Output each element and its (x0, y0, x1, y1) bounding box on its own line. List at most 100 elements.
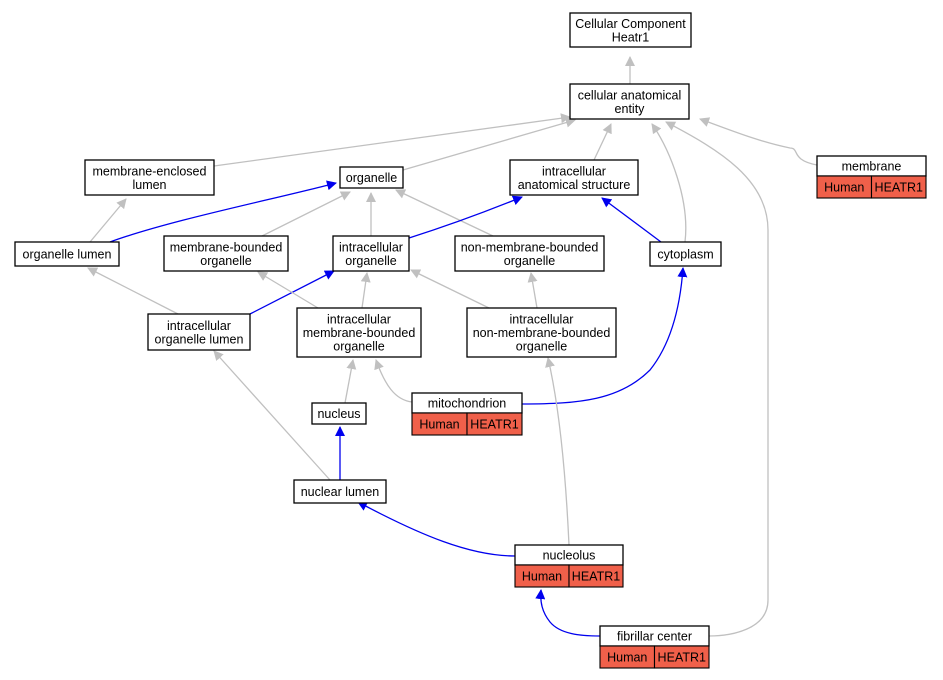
node-label-line: nucleolus (543, 549, 596, 563)
node-box (509, 159, 639, 196)
edge-intracellular-organelle-lumen-to-organelle-lumen (87, 267, 179, 315)
edge-membrane-bounded-organelle-to-organelle (261, 191, 351, 237)
node-label-line: organelle (346, 171, 397, 185)
edge-membrane-enclosed-lumen-to-cellular-anatomical-entity (213, 113, 571, 167)
node-label-line: intracellular (542, 164, 606, 178)
edge-non-membrane-bounded-organelle-to-organelle (395, 189, 494, 237)
node-box (293, 479, 387, 504)
node-label-line: non-membrane-bounded (473, 326, 611, 340)
node-box (163, 235, 289, 272)
node-label-line: organelle (333, 340, 384, 354)
node-label-line: intracellular (339, 240, 403, 254)
edge-intracellular-organelle-to-intracellular-anatomical-structure (408, 195, 523, 239)
edge-membrane-to-cellular-anatomical-entity (699, 117, 818, 166)
gene-label: HEATR1 (572, 570, 620, 584)
node-intracellular-non-membrane-bounded-organelle[interactable]: intracellularnon-membrane-boundedorganel… (466, 307, 617, 358)
node-box (466, 307, 617, 358)
edge-layer (87, 56, 818, 637)
edge-intracellular-membrane-bounded-organelle-to-membrane-bounded-organelle (257, 271, 319, 309)
edge-mitochondrion-to-intracellular-membrane-bounded-organelle (374, 359, 413, 403)
gene-label: HEATR1 (470, 418, 518, 432)
node-label-line: organelle lumen (23, 248, 112, 262)
node-label-line: intracellular (327, 313, 391, 327)
node-box (296, 307, 422, 358)
node-organelle[interactable]: organelle (339, 166, 404, 189)
node-nuclear-lumen[interactable]: nuclear lumen (293, 479, 387, 504)
gene-cell (466, 412, 523, 436)
gene-label: HEATR1 (658, 651, 706, 665)
node-box (147, 313, 251, 351)
edge-organelle-lumen-to-membrane-enclosed-lumen (89, 198, 127, 243)
node-label-line: organelle (200, 254, 251, 268)
node-label-line: organelle (516, 340, 567, 354)
node-label-line: organelle lumen (155, 332, 244, 346)
node-label-line: membrane-enclosed (93, 164, 207, 178)
edge-intracellular-non-membrane-bounded-organelle-to-non-membrane-bounded-organelle (527, 272, 538, 309)
edge-organelle-to-cellular-anatomical-entity (402, 117, 576, 171)
node-cytoplasm[interactable]: cytoplasm (649, 241, 722, 267)
gene-cell (870, 175, 927, 199)
edge-organelle-lumen-to-organelle (109, 180, 337, 243)
node-nucleus[interactable]: nucleus (311, 402, 367, 425)
node-box (569, 83, 690, 120)
edge-intracellular-non-membrane-bounded-organelle-to-intracellular-organelle (410, 269, 490, 309)
node-label-line: cellular anatomical (578, 88, 682, 102)
node-label-line: nuclear lumen (301, 485, 380, 499)
species-label: Human (607, 651, 647, 665)
edge-fibrillar-center-to-cellular-anatomical-entity (665, 121, 769, 637)
edge-cytoplasm-to-cellular-anatomical-entity (651, 123, 687, 243)
node-label-line: intracellular (510, 313, 574, 327)
node-label-line: Cellular Component (575, 17, 686, 31)
gene-label: HEATR1 (875, 181, 923, 195)
node-label-line: organelle (504, 254, 555, 268)
node-label-line: entity (615, 102, 646, 116)
node-box (332, 235, 410, 272)
node-label-line: non-membrane-bounded (461, 240, 599, 254)
node-label-line: membrane-bounded (170, 240, 283, 254)
species-label: Human (419, 418, 459, 432)
edge-nuclear-lumen-to-intracellular-organelle-lumen (213, 350, 331, 481)
node-box (569, 12, 692, 48)
node-box (649, 241, 722, 267)
node-label-line: membrane-bounded (303, 326, 416, 340)
species-label: Human (522, 570, 562, 584)
node-box (454, 235, 605, 272)
edge-mitochondrion-to-cytoplasm (521, 267, 688, 405)
edge-nucleolus-to-nuclear-lumen (357, 501, 516, 557)
node-label-line: mitochondrion (428, 397, 507, 411)
node-label-line: Heatr1 (612, 30, 650, 44)
node-box (84, 159, 215, 196)
species-label: Human (824, 181, 864, 195)
edge-nucleus-to-intracellular-membrane-bounded-organelle (344, 359, 357, 404)
node-box (339, 166, 404, 189)
node-box (311, 402, 367, 425)
node-label-line: intracellular (167, 319, 231, 333)
node-label-line: organelle (345, 254, 396, 268)
edge-intracellular-membrane-bounded-organelle-to-intracellular-organelle (360, 272, 371, 309)
node-label-line: fibrillar center (617, 630, 692, 644)
gene-cell (568, 564, 624, 588)
node-organelle-lumen[interactable]: organelle lumen (14, 241, 120, 267)
node-label-line: cytoplasm (657, 248, 713, 262)
node-label-line: nucleus (317, 407, 360, 421)
gene-cell (653, 645, 710, 669)
edge-nucleolus-to-intracellular-non-membrane-bounded-organelle (545, 357, 570, 546)
edge-intracellular-anatomical-structure-to-cellular-anatomical-entity (593, 123, 612, 161)
edge-cytoplasm-to-intracellular-anatomical-structure (601, 197, 662, 243)
node-box (14, 241, 120, 267)
